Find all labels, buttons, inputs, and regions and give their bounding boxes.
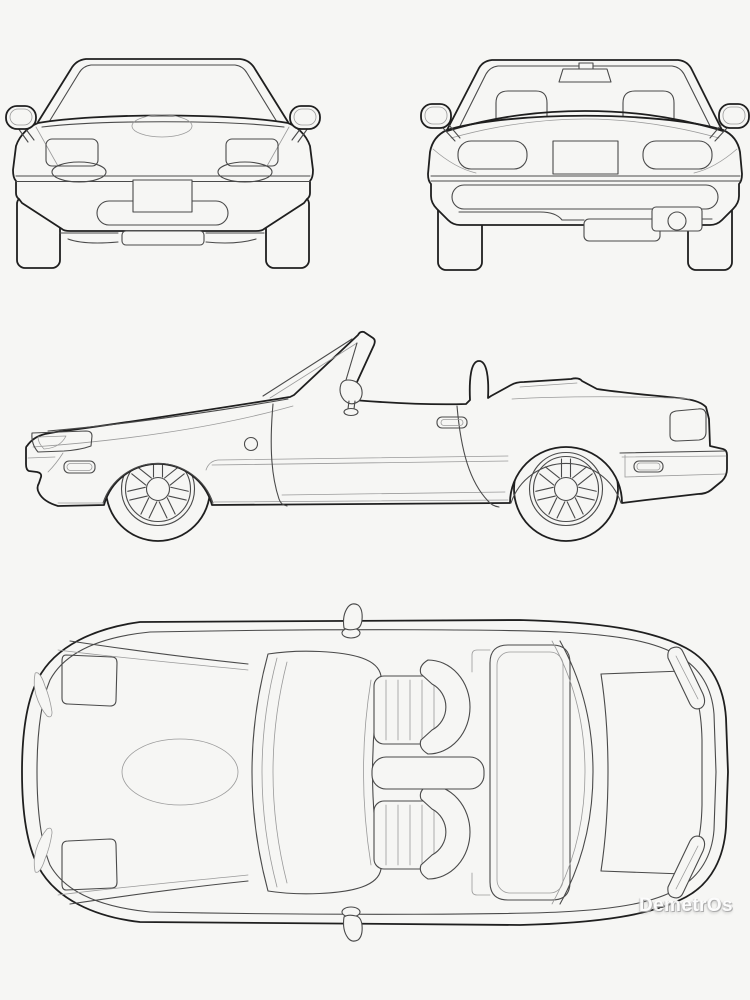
watermark-credit: DemetrOs	[638, 895, 733, 916]
front-windshield	[37, 58, 289, 123]
tail-light-left	[457, 140, 528, 170]
headlight-door-right	[225, 138, 279, 167]
wheel-rear	[513, 436, 619, 542]
third-brake-light	[558, 62, 612, 83]
front-undercarriage	[59, 230, 265, 246]
top-mirror-left	[341, 603, 363, 639]
top-view	[21, 603, 729, 942]
door-shutline-rear	[456, 405, 500, 508]
front-turnsignal-left	[51, 161, 107, 183]
rear-view	[420, 59, 750, 271]
side-tail-light	[669, 408, 707, 442]
side-body	[25, 330, 728, 507]
rear-mirror-left	[420, 103, 461, 142]
rear-license-recess	[552, 140, 619, 175]
tail-light-right	[642, 140, 713, 170]
front-hood-bulge	[131, 114, 193, 138]
exhaust-tip	[667, 211, 687, 231]
tonneau-frame	[471, 640, 594, 905]
top-signal-left	[33, 672, 53, 718]
side-headlight	[31, 430, 93, 453]
side-emblem-circle	[243, 436, 259, 452]
side-view	[25, 330, 728, 542]
front-license-plate	[132, 179, 193, 213]
rear-headrest-right	[622, 90, 675, 122]
door-handle	[436, 416, 468, 429]
top-inner-seam	[36, 629, 717, 915]
top-mirror-right	[341, 906, 363, 942]
top-hood-bulge	[121, 738, 239, 806]
side-mirror	[339, 379, 363, 417]
muffler	[583, 218, 661, 242]
front-mirror-left	[5, 105, 37, 143]
front-mirror-right	[289, 105, 321, 143]
top-windshield	[251, 650, 382, 895]
door-shutline-front	[270, 403, 288, 507]
front-body	[12, 114, 314, 232]
seat-right	[373, 784, 471, 880]
headlight-door-left	[45, 138, 99, 167]
top-signal-right	[33, 827, 53, 873]
top-headlight-left	[61, 654, 118, 707]
front-view	[5, 58, 321, 269]
top-tail-light-left	[667, 646, 706, 710]
rear-mirror-right	[709, 103, 750, 142]
front-turnsignal-right	[217, 161, 273, 183]
side-marker-front	[63, 460, 96, 474]
rear-headrest-left	[495, 90, 548, 122]
side-marker-rear	[633, 460, 664, 473]
center-console	[371, 756, 485, 790]
side-windshield	[262, 338, 358, 399]
top-tail-light-right	[667, 835, 706, 899]
seat-left	[373, 659, 471, 755]
top-headlight-right	[61, 838, 118, 891]
rear-bumper-panel	[451, 184, 719, 210]
